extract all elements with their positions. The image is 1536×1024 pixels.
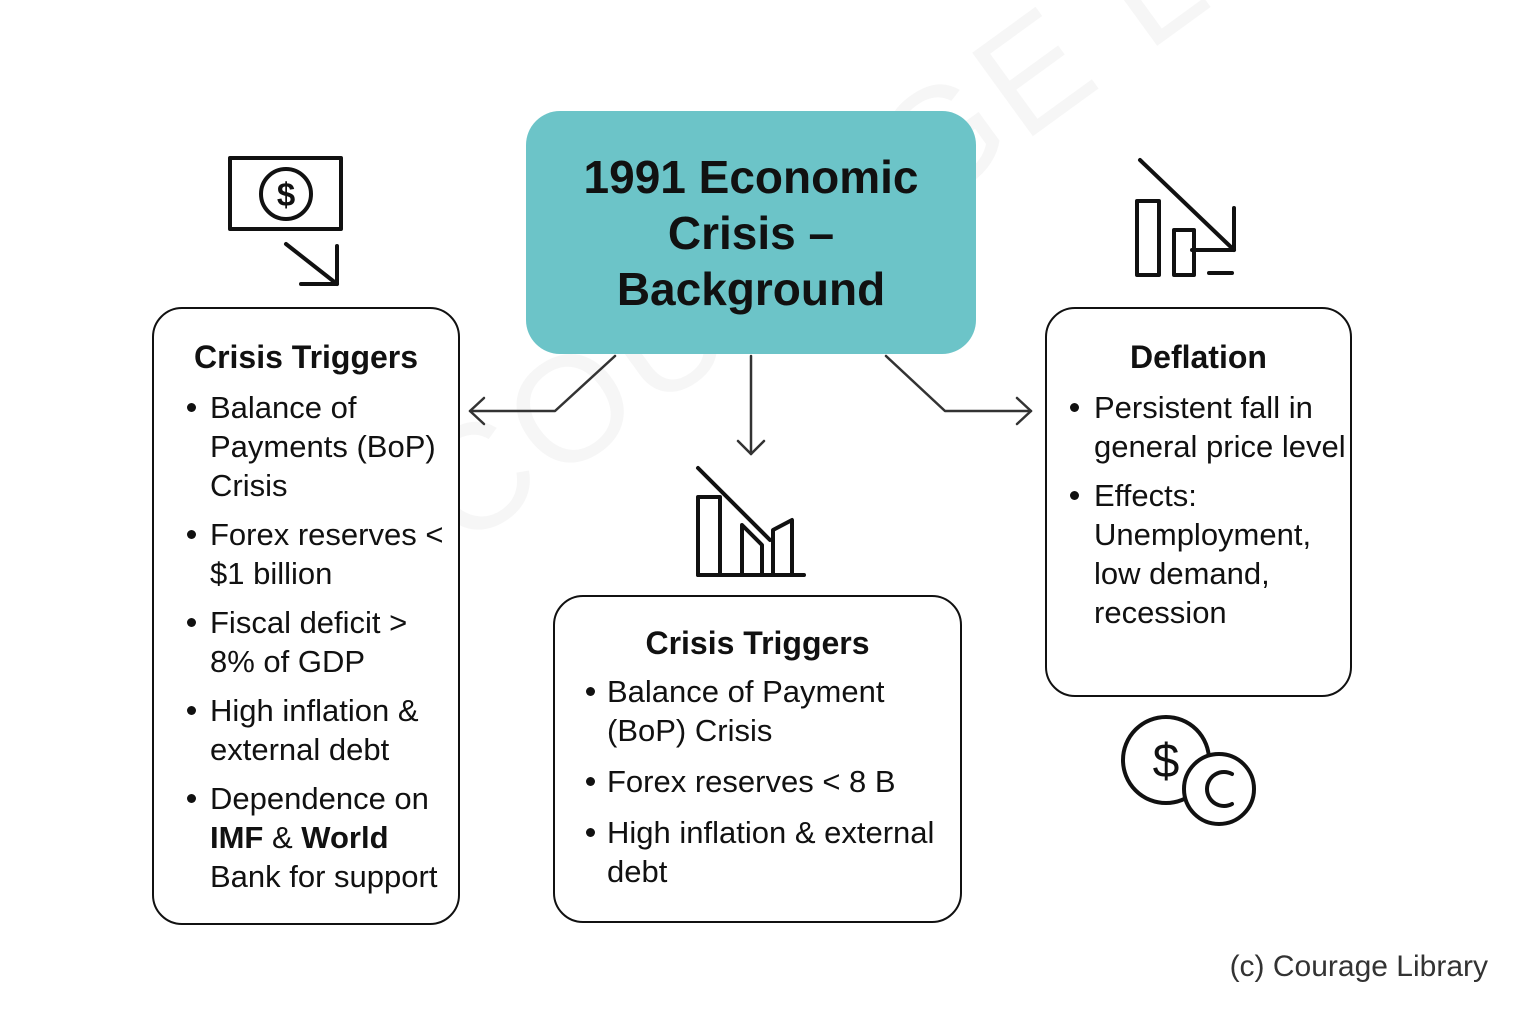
card-crisis-triggers-center: Crisis Triggers Balance of Payment (BoP)… [553,595,962,923]
list-item-text: Bank for support [210,859,438,894]
bar-chart-decline-icon [696,466,806,577]
list-item: Fiscal deficit > 8% of GDP [154,603,452,681]
bullet-list: Balance of Payment (BoP) Crisis Forex re… [555,672,960,891]
connector-right [884,354,1033,426]
list-item: Forex reserves < $1 billion [154,515,452,593]
list-item: Forex reserves < 8 B [555,762,960,801]
list-item: Effects: Unemployment, low demand, reces… [1047,476,1350,632]
card-deflation: Deflation Persistent fall in general pri… [1045,307,1352,697]
connector-left [468,354,617,426]
list-item: Dependence on IMF & World Bank for suppo… [154,779,452,896]
bullet-list: Persistent fall in general price level E… [1047,388,1350,632]
svg-text:$: $ [277,176,295,213]
bullet-list: Balance of Payments (BoP) Crisis Forex r… [154,388,458,896]
list-item: Balance of Payment (BoP) Crisis [555,672,960,750]
list-item-text: Dependence on [210,781,429,816]
page-title: 1991 Economic Crisis – Background [583,150,919,315]
money-down-icon: $ [228,156,343,286]
credit-text: (c) Courage Library [1229,950,1488,983]
svg-text:$: $ [1153,735,1180,788]
card-heading: Crisis Triggers [193,339,419,375]
card-heading: Deflation [1130,339,1267,375]
connector-center [736,354,766,456]
list-item-text: & [263,820,302,855]
coins-icon: $ [1121,715,1256,826]
title-box: 1991 Economic Crisis – Background [526,111,976,354]
list-item: Persistent fall in general price level [1047,388,1350,466]
list-item: High inflation & external debt [154,691,452,769]
list-item-bold: World [301,820,389,855]
list-item: High inflation & external debt [555,813,960,891]
list-item: Balance of Payments (BoP) Crisis [154,388,452,505]
card-heading: Crisis Triggers [645,625,870,661]
card-crisis-triggers-left: Crisis Triggers Balance of Payments (BoP… [152,307,460,925]
list-item-bold: IMF [210,820,264,855]
bar-chart-decline-icon-right [1135,158,1236,277]
